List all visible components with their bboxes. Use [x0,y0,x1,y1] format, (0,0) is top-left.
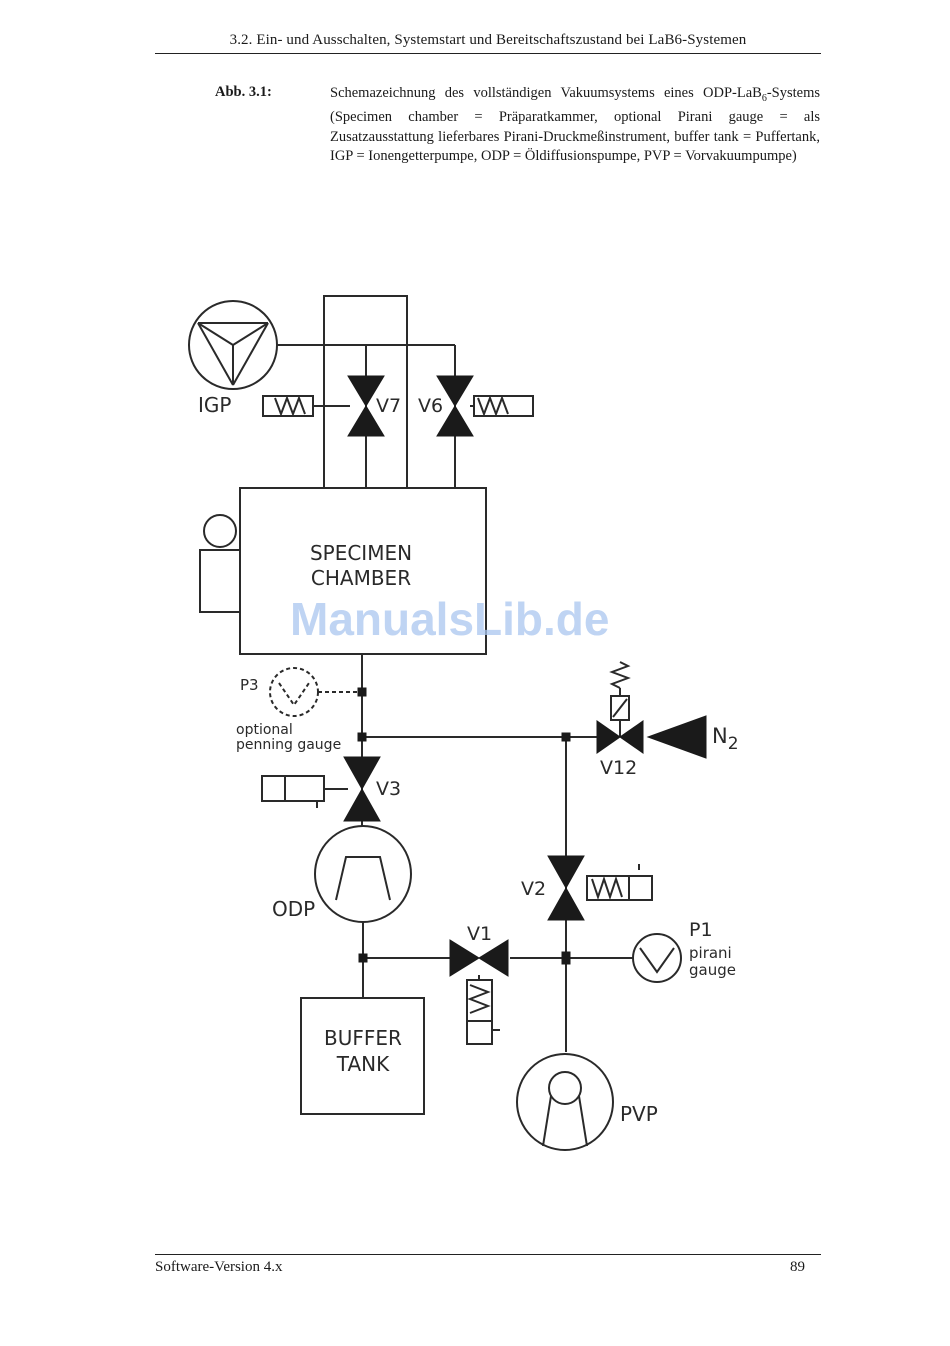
pvp-label: PVP [620,1102,658,1126]
igp-label: IGP [198,393,231,417]
caption-part-1: Schemazeichnung des vollständigen Vakuum… [330,85,762,101]
v6-label: V6 [418,395,443,417]
v1-actuator [466,975,500,1045]
pirani-label: pirani [689,944,732,962]
buffer-tank-box [300,997,425,1115]
v7-actuator [262,395,350,417]
p1-label: P1 [689,919,713,941]
p3-label: P3 [240,676,259,694]
page-number: 89 [790,1259,805,1275]
n2-label: N2 [712,724,739,754]
chamber-label-1: SPECIMEN [310,541,412,565]
n2-label-sub: 2 [728,734,739,754]
junction-p3 [357,687,367,697]
p1-gauge-symbol [632,933,682,983]
penning-gauge-label: penning gauge [236,737,341,753]
junction-odp [358,953,368,963]
odp-pump-symbol [314,825,450,998]
v12-actuator [609,661,631,737]
v12-label: V12 [600,757,637,779]
figure-label: Abb. 3.1: [215,84,272,100]
p3-gauge-symbol [269,667,360,717]
caption-subscript: 6 [761,92,767,104]
pirani-gauge-label: gauge [689,961,736,979]
v6-actuator [470,395,534,417]
junction-n2 [357,732,367,742]
v2-valve [547,855,585,921]
junction-v12 [561,732,571,742]
footer-version: Software-Version 4.x [155,1259,283,1275]
figure-caption: Schemazeichnung des vollständigen Vakuum… [330,84,820,167]
upper-manifold-frame [323,295,456,489]
v3-label: V3 [376,778,401,800]
v3-valve [343,756,381,822]
v2-label: V2 [521,878,546,900]
pvp-pump-symbol [516,1053,614,1151]
junction-pvp [561,951,571,965]
watermark: ManualsLib.de [290,593,610,645]
v12-valve [596,720,644,754]
odp-label: ODP [272,897,315,921]
caption-part-2: -Systems (Specimen chamber = Präparatkam… [330,85,820,165]
buffer-label-2: TANK [336,1052,390,1076]
v1-valve [449,939,509,977]
v6-valve [436,375,474,437]
page-header-title: 3.2. Ein- und Ausschalten, Systemstart u… [229,32,747,48]
v1-label: V1 [467,923,492,945]
n2-label-main: N [712,724,728,748]
v7-valve [347,375,385,437]
optional-label: optional [236,722,293,738]
footer-divider [155,1254,821,1255]
n2-source-triangle [646,715,707,759]
v7-label: V7 [376,395,401,417]
v3-actuator [261,775,348,808]
chamber-gauge-symbol [199,514,241,613]
header-divider [155,53,821,54]
v2-actuator [586,864,653,901]
buffer-label-1: BUFFER [324,1026,402,1050]
chamber-label-2: CHAMBER [311,566,411,590]
igp-pump-symbol [188,300,455,390]
